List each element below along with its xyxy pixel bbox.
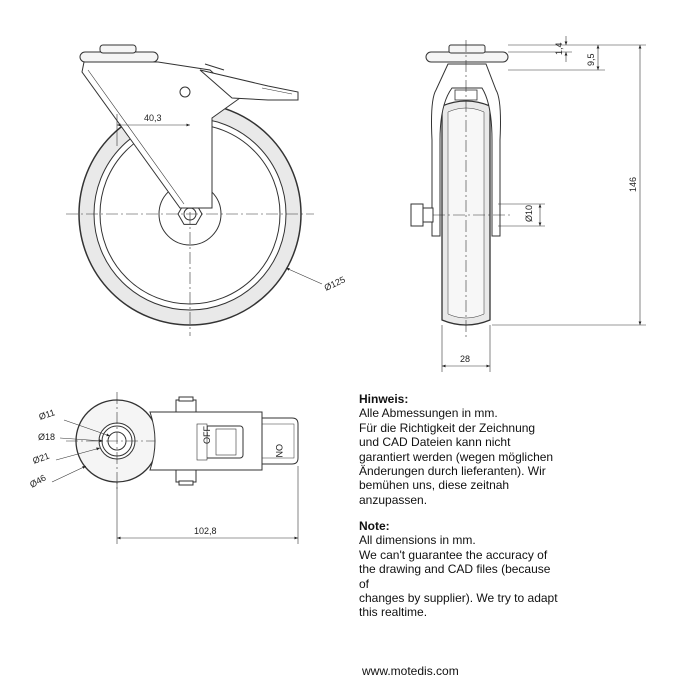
dim-plate-height: 9,5 xyxy=(586,53,596,66)
king-pin xyxy=(99,44,137,54)
brake-pivot xyxy=(179,86,191,98)
dim-length: 102,8 xyxy=(194,526,217,536)
dim-plate-thickness: 1,4 xyxy=(554,42,564,55)
dim-wheel-diameter: Ø125 xyxy=(323,274,347,292)
dim-total-height: 146 xyxy=(628,177,638,192)
dim-hole-11: Ø11 xyxy=(38,407,57,422)
front-view xyxy=(410,36,646,372)
side-view xyxy=(66,44,323,336)
note-german-title: Hinweis: xyxy=(359,392,409,406)
dim-hole-46: Ø46 xyxy=(28,473,48,490)
note-english: Note: All dimensions in mm. We can't gua… xyxy=(359,519,574,620)
brake-on-label: ON xyxy=(274,444,284,458)
dim-wheel-width: 28 xyxy=(460,354,470,364)
dim-offset: 40,3 xyxy=(144,113,162,123)
note-english-text: All dimensions in mm. We can't guarantee… xyxy=(359,533,558,620)
dim-axle-diameter: Ø10 xyxy=(524,205,534,222)
fork xyxy=(81,61,241,209)
dim-hole-18: Ø18 xyxy=(38,432,55,442)
note-german-text: Alle Abmessungen in mm. Für die Richtigk… xyxy=(359,406,554,507)
top-view xyxy=(51,392,299,544)
front-fork xyxy=(431,63,501,237)
axle-bolt xyxy=(410,203,424,227)
brake-release xyxy=(261,417,299,465)
brake-lever xyxy=(199,69,299,101)
note-english-title: Note: xyxy=(359,519,390,533)
brake-off-label: OFF xyxy=(202,426,212,444)
note-german: Hinweis: Alle Abmessungen in mm. Für die… xyxy=(359,392,574,507)
dim-hole-21: Ø21 xyxy=(31,451,50,466)
footer-url: www.motedis.com xyxy=(362,664,459,678)
